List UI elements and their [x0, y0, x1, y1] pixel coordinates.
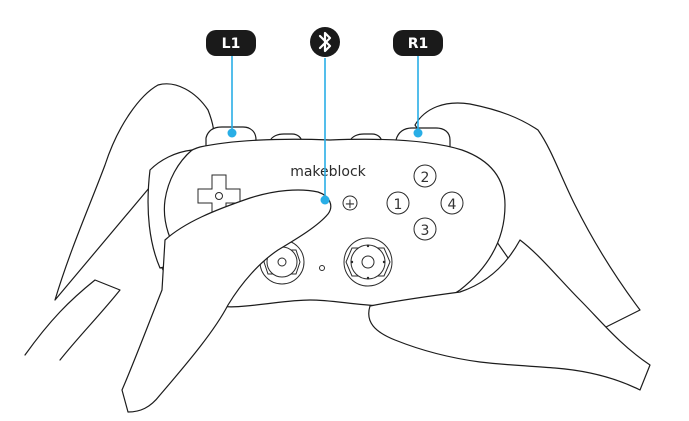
left-palm — [147, 149, 193, 269]
l1-leader-dot — [227, 128, 237, 138]
l1-callout-label: L1 — [222, 36, 241, 52]
status-led — [319, 265, 325, 271]
face-button-4-label: 4 — [448, 197, 457, 213]
face-button-4[interactable]: 4 — [440, 191, 464, 215]
brand-logo: makeblock — [290, 164, 366, 180]
right-joystick[interactable] — [343, 237, 393, 287]
face-button-2[interactable]: 2 — [413, 164, 437, 188]
center-button-label: + — [345, 197, 356, 212]
left-thumb — [121, 189, 332, 413]
right-palm — [368, 239, 651, 391]
left-hand-back — [54, 83, 215, 301]
bluetooth-leader-dot — [320, 195, 330, 205]
face-button-1-label: 1 — [394, 197, 403, 213]
face-button-2-label: 2 — [421, 170, 430, 186]
dpad-center — [215, 192, 223, 200]
left-wrist — [24, 279, 121, 361]
face-button-3-label: 3 — [421, 223, 430, 239]
r1-callout-label: R1 — [408, 36, 429, 52]
bluetooth-icon — [318, 31, 332, 53]
r1-leader-dot — [413, 128, 423, 138]
face-button-1[interactable]: 1 — [386, 191, 410, 215]
r1-callout: R1 — [393, 30, 443, 56]
bluetooth-callout — [310, 27, 340, 57]
l1-callout: L1 — [206, 30, 256, 56]
face-button-3[interactable]: 3 — [413, 217, 437, 241]
center-button[interactable]: + — [342, 195, 358, 212]
